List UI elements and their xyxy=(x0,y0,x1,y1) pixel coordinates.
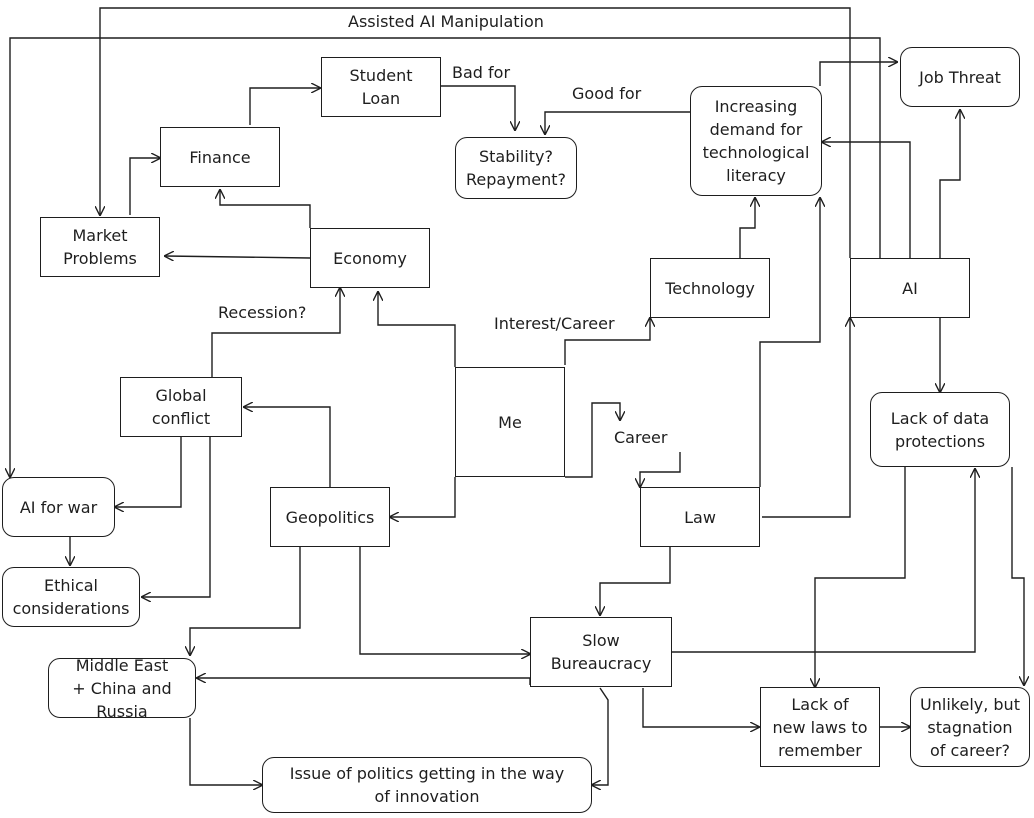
node-ai[interactable]: AI xyxy=(850,258,970,318)
arrow-student-loan-to-stability xyxy=(441,85,515,130)
arrow-law-to-slow-bureaucracy xyxy=(600,547,671,615)
arrow-career-to-law xyxy=(640,452,681,487)
arrow-law-to-tech-literacy xyxy=(759,198,820,487)
arrow-economy-to-market xyxy=(165,256,311,258)
node-job-threat[interactable]: Job Threat xyxy=(900,47,1020,107)
arrow-me-to-economy xyxy=(378,292,456,367)
arrow-bureaucracy-to-lack-of-data xyxy=(672,469,975,653)
node-lack-of-new-laws[interactable]: Lack of new laws to remember xyxy=(760,687,880,767)
node-ethical-considerations[interactable]: Ethical considerations xyxy=(2,567,140,627)
node-lack-of-data-protections[interactable]: Lack of data protections xyxy=(870,392,1010,467)
label-good-for: Good for xyxy=(572,84,642,103)
arrow-geopolitics-to-global-conflict xyxy=(244,407,331,487)
node-slow-bureaucracy[interactable]: Slow Bureaucracy xyxy=(530,617,672,687)
label-career: Career xyxy=(614,428,668,447)
arrow-ai-to-market-problems xyxy=(100,7,851,258)
label-assisted-ai-manipulation: Assisted AI Manipulation xyxy=(348,12,544,31)
arrow-ai-to-job-threat xyxy=(939,110,960,258)
arrow-bureaucracy-to-lack-of-laws xyxy=(642,688,759,727)
node-middle-east-china-russia[interactable]: Middle East + China and Russia xyxy=(48,656,196,721)
arrow-tech-literacy-to-stability xyxy=(545,111,690,134)
arrow-lack-of-data-to-lack-of-laws xyxy=(815,467,906,687)
node-me[interactable]: Me xyxy=(455,367,565,477)
arrow-geopolitics-to-slow-bureaucracy xyxy=(359,547,530,654)
node-market-problems[interactable]: Market Problems xyxy=(40,217,160,277)
node-law[interactable]: Law xyxy=(640,487,760,547)
node-geopolitics[interactable]: Geopolitics xyxy=(270,487,390,547)
arrow-economy-to-finance xyxy=(220,190,311,228)
node-global-conflict[interactable]: Global conflict xyxy=(120,377,242,437)
node-ai-for-war[interactable]: AI for war xyxy=(2,477,115,537)
arrow-geopolitics-to-middle-east xyxy=(190,547,301,655)
node-student-loan[interactable]: Student Loan xyxy=(321,57,441,117)
arrow-bureaucracy-to-middle-east xyxy=(197,678,531,685)
node-stability[interactable]: Stability? Repayment? xyxy=(455,137,577,199)
arrow-tech-literacy-to-job-threat xyxy=(819,62,897,86)
arrow-market-to-finance xyxy=(129,158,160,215)
arrow-me-to-technology xyxy=(564,318,650,365)
arrow-lack-of-data-to-stagnation xyxy=(1011,467,1024,685)
node-politics-innovation[interactable]: Issue of politics getting in the way of … xyxy=(262,757,592,813)
arrow-global-conflict-to-economy xyxy=(211,288,340,377)
node-technology[interactable]: Technology xyxy=(650,258,770,318)
arrow-ai-to-tech-literacy xyxy=(822,142,911,258)
arrow-law-to-ai xyxy=(762,318,850,518)
label-bad-for: Bad for xyxy=(452,63,511,82)
arrow-bureaucracy-to-politics-innovation xyxy=(592,687,609,785)
arrow-global-conflict-to-ethical xyxy=(142,437,211,597)
label-interest-career: Interest/Career xyxy=(494,314,615,333)
node-tech-literacy[interactable]: Increasing demand for technological lite… xyxy=(690,86,822,196)
arrow-middle-east-to-politics xyxy=(189,718,262,785)
arrow-me-to-geopolitics xyxy=(390,477,456,517)
node-finance[interactable]: Finance xyxy=(160,127,280,187)
label-recession: Recession? xyxy=(218,303,307,322)
node-economy[interactable]: Economy xyxy=(310,228,430,288)
node-stagnation-of-career[interactable]: Unlikely, but stagnation of career? xyxy=(910,687,1030,767)
arrow-ai-to-ai-for-war xyxy=(10,37,881,477)
arrow-technology-to-tech-literacy xyxy=(739,198,755,258)
arrow-global-conflict-to-ai-for-war xyxy=(115,437,182,507)
arrow-finance-to-student-loan xyxy=(249,88,320,125)
arrow-me-to-career xyxy=(565,402,620,478)
